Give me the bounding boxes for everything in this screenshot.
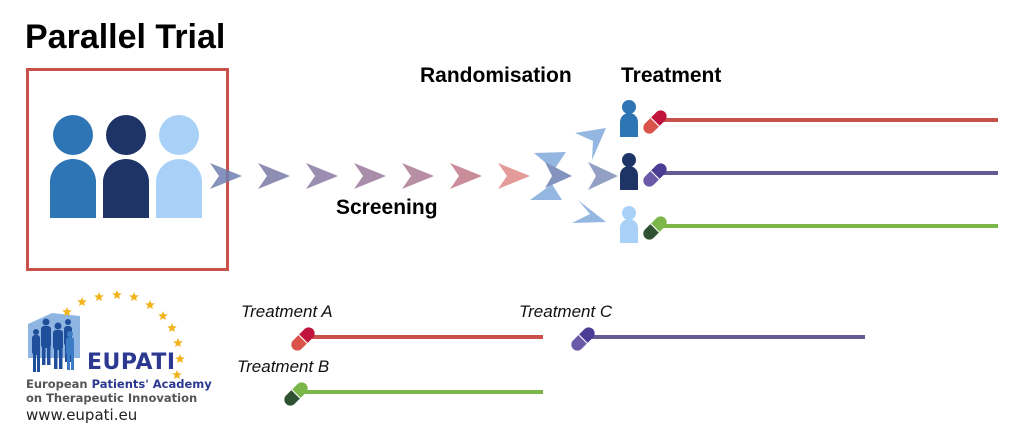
participant-icon <box>50 115 96 218</box>
stage-label-screening: Screening <box>336 196 438 219</box>
pill-icon <box>571 327 595 351</box>
randomisation-arrow <box>572 200 606 223</box>
legend-label-treatment-c: Treatment C <box>519 302 613 321</box>
legend-item <box>291 327 543 351</box>
star-icon <box>158 311 168 320</box>
eupati-logo-graphic <box>28 290 185 379</box>
legend-label-treatment-a: Treatment A <box>241 302 333 321</box>
star-icon <box>167 323 177 332</box>
screening-arrows <box>210 163 530 189</box>
stage-label-treatment: Treatment <box>621 64 722 87</box>
legend-item <box>571 327 865 351</box>
logo-tagline-line2: on Therapeutic Innovation <box>26 391 198 405</box>
randomisation-arrow <box>575 128 606 160</box>
randomisation-arrow <box>530 184 562 200</box>
screening-arrow <box>450 163 482 189</box>
participant-icon <box>620 153 638 190</box>
treatment-arms <box>620 100 998 243</box>
pill-icon <box>291 327 315 351</box>
legend <box>284 327 865 406</box>
legend-item <box>284 382 543 406</box>
star-icon <box>129 292 139 301</box>
star-icon <box>94 292 104 301</box>
screening-arrow <box>258 163 290 189</box>
logo-name: EUPATI <box>87 350 176 375</box>
randomisation-arrow <box>534 152 566 170</box>
treatment-arm <box>620 206 998 243</box>
logo-tagline-line1: European Patients' Academy <box>26 377 212 391</box>
logo-stars <box>62 290 185 379</box>
stage-label-randomisation: Randomisation <box>420 64 572 87</box>
pill-icon <box>643 216 667 240</box>
star-icon <box>175 354 185 363</box>
randomisation-arrows <box>530 128 618 223</box>
treatment-arm <box>620 100 998 137</box>
star-icon <box>77 297 87 306</box>
star-icon <box>173 338 183 347</box>
randomisation-arrow <box>545 162 572 188</box>
logo-url[interactable]: www.eupati.eu <box>26 406 138 424</box>
legend-label-treatment-b: Treatment B <box>237 357 330 376</box>
participant-icon <box>620 100 638 137</box>
screening-arrow <box>306 163 338 189</box>
participant-icon <box>156 115 202 218</box>
pill-icon <box>643 163 667 187</box>
participant-icon <box>620 206 638 243</box>
star-icon <box>145 300 155 309</box>
screening-arrow <box>402 163 434 189</box>
participant-pool <box>50 115 202 218</box>
star-icon <box>62 307 72 316</box>
star-icon <box>172 370 182 379</box>
diagram-title: Parallel Trial <box>25 18 226 56</box>
screening-arrow <box>210 163 242 189</box>
pill-icon <box>284 382 308 406</box>
treatment-arm <box>620 153 998 190</box>
logo-tagline-part2: Patients' Academy <box>91 377 212 391</box>
randomisation-arrow <box>588 162 618 190</box>
logo-tagline-part1: European <box>26 377 92 391</box>
screening-arrow <box>498 163 530 189</box>
pill-icon <box>643 110 667 134</box>
participant-icon <box>103 115 149 218</box>
participant-pool-frame <box>26 68 229 271</box>
star-icon <box>112 290 122 299</box>
screening-arrow <box>354 163 386 189</box>
